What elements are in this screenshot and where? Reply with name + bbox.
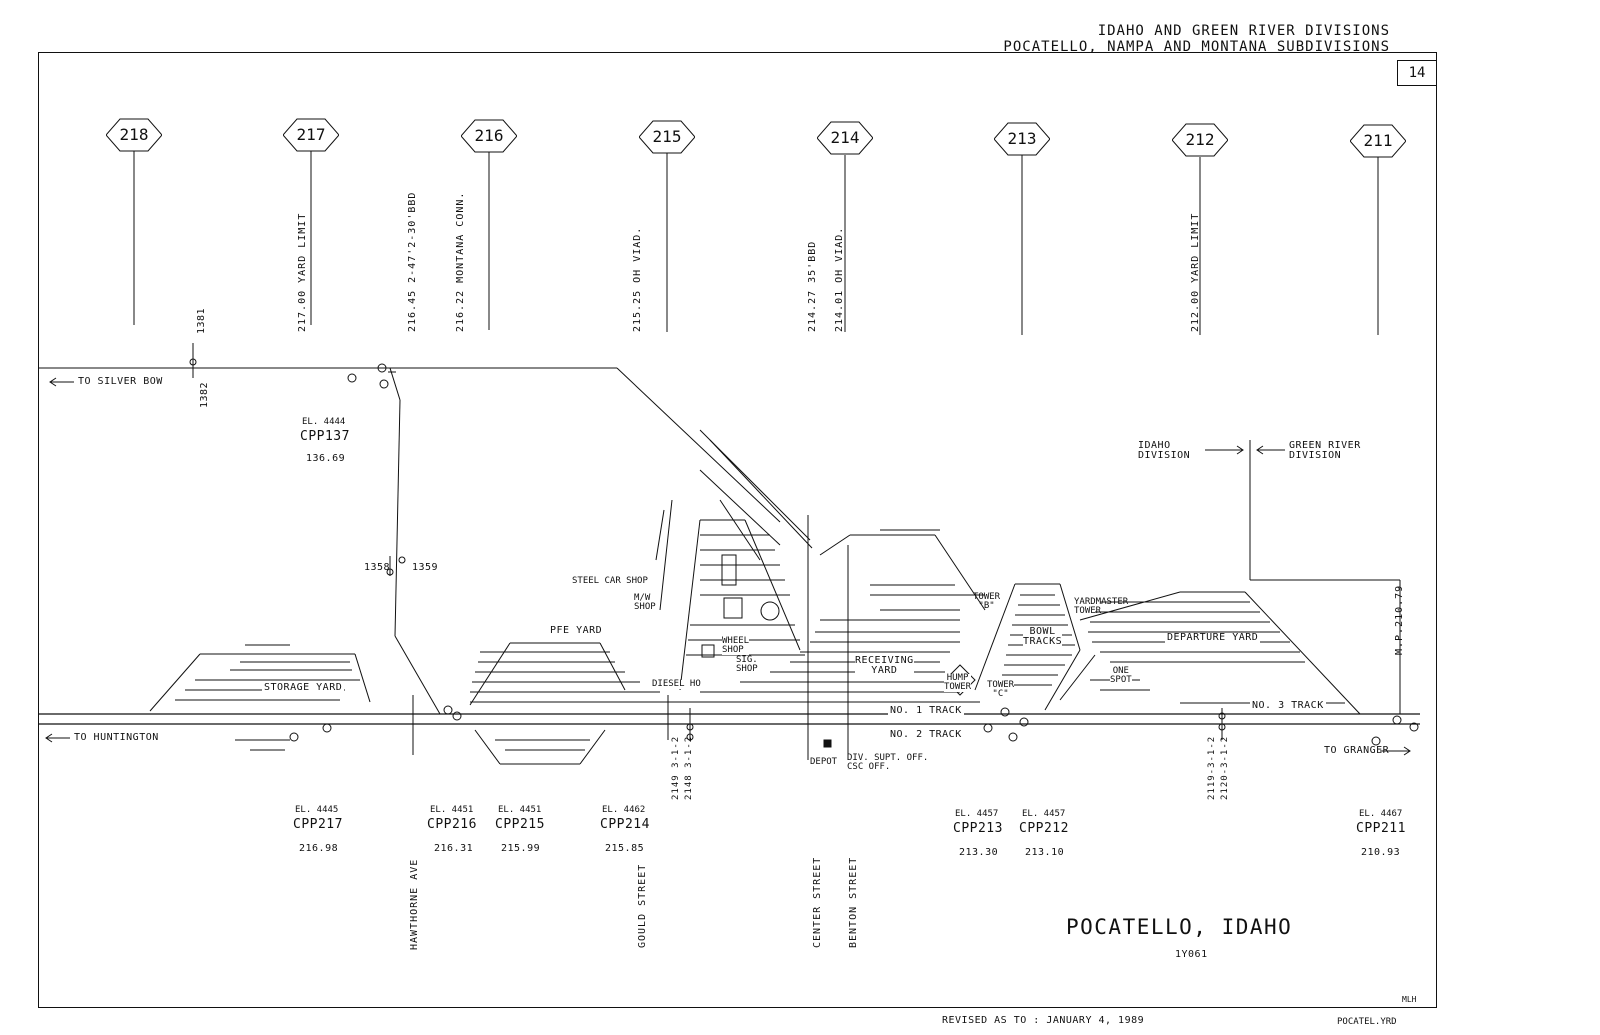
yardmaster-tower-label: YARDMASTER TOWER [1074, 597, 1129, 616]
cp-name: CPP214 [600, 817, 650, 832]
label-oh-viad-214: 214.01 OH VIAD. [834, 226, 845, 332]
milepost-213: 213 [994, 122, 1050, 156]
depot-label: DEPOT [810, 757, 838, 767]
revision-date: REVISED AS TO : JANUARY 4, 1989 [942, 1015, 1145, 1026]
pfe-yard-label: PFE YARD [550, 625, 603, 636]
signal-1381: 1381 [196, 307, 207, 334]
cp-milepost: 216.31 [434, 843, 474, 854]
cpp137-milepost: 136.69 [306, 453, 346, 464]
to-granger: TO GRANGER [1324, 745, 1390, 756]
cp-elevation: EL. 4457 [955, 809, 999, 819]
receiving-yard-label: RECEIVING YARD [855, 655, 914, 676]
cp-milepost: 216.98 [299, 843, 339, 854]
file-name: POCATEL.YRD [1337, 1017, 1397, 1027]
div-supt-office-label: DIV. SUPT. OFF. CSC OFF. [847, 753, 929, 772]
label-montana-conn: 216.22 MONTANA CONN. [455, 191, 466, 332]
diesel-ho-label: DIESEL HO [650, 679, 703, 689]
tower-b-label: TOWER "B" [973, 592, 1001, 611]
street-hawthorne: HAWTHORNE AVE [409, 858, 420, 950]
division-boundary [1205, 440, 1401, 714]
cp-elevation: EL. 4451 [430, 805, 474, 815]
milepost-214: 214 [817, 121, 873, 155]
signal-2119: 2119-3-1-2 [1207, 735, 1217, 800]
cp-name: CPP213 [953, 821, 1003, 836]
milepost-211: 211 [1350, 124, 1406, 158]
milepost-stems [133, 151, 1379, 335]
milepost-215: 215 [639, 120, 695, 154]
signal-2120: 2120-3-1-2 [1220, 735, 1230, 800]
drafter-initials: MLH [1402, 995, 1417, 1004]
cp-milepost: 213.10 [1025, 847, 1065, 858]
signal-posts [189, 343, 1226, 741]
signal-1382: 1382 [199, 381, 210, 408]
label-oh-viad-215: 215.25 OH VIAD. [632, 226, 643, 332]
receiving-yard-tracks [680, 529, 986, 703]
cp-elevation: EL. 4451 [498, 805, 542, 815]
milepost-212: 212 [1172, 123, 1228, 157]
street-gould: GOULD STREET [637, 863, 648, 948]
cp-name: CPP217 [293, 817, 343, 832]
cp-milepost: 215.99 [501, 843, 541, 854]
one-spot-label: ONE SPOT [1110, 666, 1132, 685]
steel-car-shop-label: STEEL CAR SHOP [572, 576, 648, 586]
sig-shop-label: SIG. SHOP [736, 655, 758, 674]
depot-marker [823, 739, 832, 748]
no2-track-label: NO. 2 TRACK [888, 729, 964, 740]
tower-c-label: TOWER "C" [987, 680, 1015, 699]
wheel-shop-label: WHEEL SHOP [722, 636, 750, 655]
street-benton: BENTON STREET [848, 856, 859, 948]
signal-2148: 2148 3-1-2 [684, 735, 694, 800]
street-center: CENTER STREET [812, 856, 823, 948]
direction-arrows [45, 377, 1411, 756]
cp-name: CPP215 [495, 817, 545, 832]
cp-name: CPP211 [1356, 821, 1406, 836]
storage-yard-tracks [149, 644, 371, 751]
to-huntington: TO HUNTINGTON [74, 732, 159, 743]
diagram-title: POCATELLO, IDAHO [1066, 915, 1293, 939]
header-divisions: IDAHO AND GREEN RIVER DIVISIONS [1097, 23, 1390, 39]
cp-milepost: 210.93 [1361, 847, 1401, 858]
street-crossings [412, 515, 849, 760]
cp-elevation: EL. 4457 [1022, 809, 1066, 819]
montana-line [38, 367, 813, 715]
label-yard-limit-212: 212.00 YARD LIMIT [1190, 212, 1201, 332]
green-river-division-label: GREEN RIVER DIVISION [1289, 440, 1361, 461]
cp-elevation: EL. 4445 [295, 805, 339, 815]
cp-name: CPP216 [427, 817, 477, 832]
no1-track-label: NO. 1 TRACK [888, 705, 964, 716]
bowl-tracks-label: BOWL TRACKS [1023, 626, 1063, 647]
cpp137-elevation: EL. 4444 [302, 417, 346, 427]
pfe-yard-tracks [469, 642, 680, 765]
label-mp-210-79: M.P.210.79 [1394, 584, 1405, 655]
hump-tower-label: HUMP TOWER [944, 673, 972, 692]
to-silver-bow: TO SILVER BOW [78, 376, 163, 387]
milepost-217: 217 [283, 118, 339, 152]
cpp137-name: CPP137 [300, 429, 350, 444]
label-yard-limit-217: 217.00 YARD LIMIT [297, 212, 308, 332]
cp-milepost: 215.85 [605, 843, 645, 854]
switch-markers [289, 363, 1419, 746]
main-tracks [38, 713, 1420, 725]
diagram-code: 1Y061 [1175, 949, 1208, 960]
no3-track-label: NO. 3 TRACK [1250, 700, 1326, 711]
departure-yard-label: DEPARTURE YARD [1165, 632, 1261, 643]
cp-milepost: 213.30 [959, 847, 999, 858]
label-bbd-214-27: 214.27 35'BBD [807, 240, 818, 332]
cp-elevation: EL. 4462 [602, 805, 646, 815]
diagram-frame [38, 52, 1437, 1008]
header-subdivisions: POCATELLO, NAMPA AND MONTANA SUBDIVISION… [1003, 39, 1390, 55]
milepost-218: 218 [106, 118, 162, 152]
signal-1359: 1359 [412, 562, 439, 573]
idaho-division-label: IDAHO DIVISION [1138, 440, 1191, 461]
storage-yard-label: STORAGE YARD [262, 682, 345, 693]
mw-shop-label: M/W SHOP [634, 593, 656, 612]
cp-name: CPP212 [1019, 821, 1069, 836]
signal-1358: 1358 [364, 562, 391, 573]
cp-elevation: EL. 4467 [1359, 809, 1403, 819]
milepost-216: 216 [461, 119, 517, 153]
label-bbd-216-45: 216.45 2-47'2-30'BBD [407, 191, 418, 332]
signal-2149: 2149 3-1-2 [671, 735, 681, 800]
